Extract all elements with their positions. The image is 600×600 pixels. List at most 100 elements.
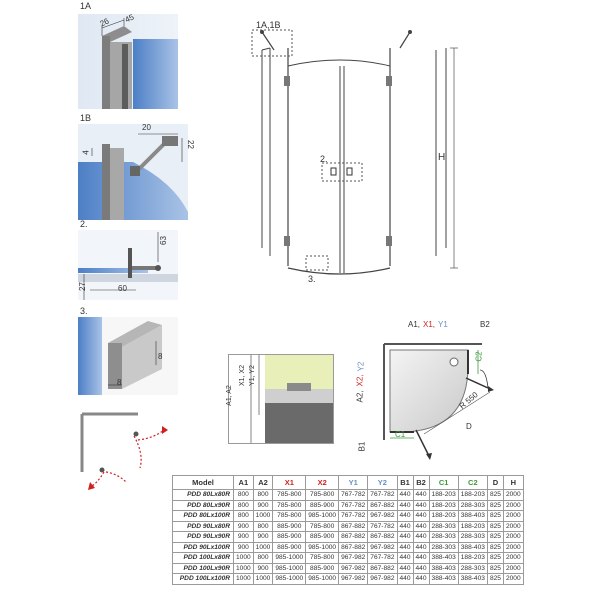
table-cell: 2000 bbox=[502, 531, 524, 543]
detail-3 bbox=[78, 317, 178, 395]
table-cell: 885-900 bbox=[272, 520, 307, 532]
table-cell: 188-203 bbox=[428, 510, 459, 522]
table-cell: 1000 bbox=[252, 510, 274, 522]
table-cell: 900 bbox=[252, 562, 274, 574]
header-h: H bbox=[502, 475, 524, 490]
table-cell: 825 bbox=[486, 531, 504, 543]
table-cell: 900 bbox=[233, 520, 254, 532]
table-cell: 785-800 bbox=[272, 489, 307, 501]
table-cell: 967-982 bbox=[367, 510, 398, 522]
table-cell: 1000 bbox=[233, 573, 254, 585]
header-model: Model bbox=[172, 475, 234, 490]
table-cell: 885-900 bbox=[272, 541, 307, 553]
table-cell: 785-800 bbox=[272, 499, 307, 511]
table-cell: 767-782 bbox=[367, 489, 398, 501]
model-cell: PDD 80Lx100R bbox=[172, 510, 234, 522]
table-cell: 440 bbox=[396, 499, 414, 511]
table-cell: 2000 bbox=[502, 562, 524, 574]
shower-elevation-drawing bbox=[240, 18, 470, 280]
callout-1a-1b: 1A,1B bbox=[256, 20, 281, 30]
model-cell: PDD 90Lx90R bbox=[172, 531, 234, 543]
header-y1: Y1 bbox=[338, 475, 369, 490]
table-cell: 867-882 bbox=[338, 541, 369, 553]
table-cell: 800 bbox=[233, 489, 254, 501]
table-cell: 967-982 bbox=[338, 552, 369, 564]
header-x2: X2 bbox=[305, 475, 340, 490]
table-cell: 440 bbox=[396, 510, 414, 522]
table-cell: 388-403 bbox=[457, 510, 488, 522]
table-cell: 825 bbox=[486, 552, 504, 564]
table-cell: 2000 bbox=[502, 489, 524, 501]
table-cell: 440 bbox=[396, 520, 414, 532]
table-cell: 800 bbox=[252, 520, 274, 532]
table-cell: 1000 bbox=[252, 541, 274, 553]
table-cell: 785-800 bbox=[305, 520, 340, 532]
table-cell: 867-882 bbox=[367, 531, 398, 543]
height-dimension: H bbox=[438, 152, 446, 163]
plan-c2: C2 bbox=[474, 351, 484, 362]
table-cell: 288-303 bbox=[428, 531, 459, 543]
table-cell: 2000 bbox=[502, 510, 524, 522]
table-cell: 967-982 bbox=[367, 573, 398, 585]
table-cell: 288-303 bbox=[457, 562, 488, 574]
table-cell: 985-1000 bbox=[272, 552, 307, 564]
door-swing-detail bbox=[78, 410, 178, 495]
table-cell: 867-882 bbox=[338, 531, 369, 543]
table-cell: 440 bbox=[396, 531, 414, 543]
table-cell: 388-403 bbox=[428, 552, 459, 564]
table-cell: 825 bbox=[486, 562, 504, 574]
table-cell: 985-1000 bbox=[305, 510, 340, 522]
model-cell: PDD 80Lx80R bbox=[172, 489, 234, 501]
plan-side-b1: B1 bbox=[357, 441, 367, 452]
table-cell: 825 bbox=[486, 499, 504, 511]
model-cell: PDD 100Lx80R bbox=[172, 552, 234, 564]
table-cell: 985-1000 bbox=[272, 562, 307, 574]
inset-label-x: X1, X2 bbox=[239, 364, 247, 387]
table-cell: 2000 bbox=[502, 541, 524, 553]
spec-table-header: Model A1 A2 X1 X2 Y1 Y2 B1 B2 C1 C2 D H bbox=[172, 475, 524, 490]
table-cell: 825 bbox=[486, 489, 504, 501]
detail-2-dim-t: 27 bbox=[77, 282, 87, 291]
shower-plan-view bbox=[370, 330, 498, 460]
table-cell: 388-403 bbox=[428, 573, 459, 585]
detail-1a-label: 1A bbox=[80, 1, 92, 11]
table-cell: 2000 bbox=[502, 552, 524, 564]
plan-side-a2: A2, bbox=[355, 390, 365, 403]
table-cell: 767-782 bbox=[367, 552, 398, 564]
table-cell: 440 bbox=[412, 510, 430, 522]
detail-1b-label: 1B bbox=[80, 113, 92, 123]
detail-2-dim-h: 63 bbox=[158, 236, 168, 245]
table-cell: 440 bbox=[412, 573, 430, 585]
detail-1b-dim-h: 22 bbox=[185, 140, 195, 149]
table-cell: 188-203 bbox=[428, 489, 459, 501]
table-cell: 440 bbox=[412, 562, 430, 574]
plan-top-b2: B2 bbox=[480, 320, 490, 329]
table-cell: 288-303 bbox=[428, 541, 459, 553]
detail-2-label: 2. bbox=[80, 219, 88, 229]
table-cell: 188-203 bbox=[457, 552, 488, 564]
table-cell: 967-982 bbox=[338, 562, 369, 574]
model-cell: PDD 80Lx90R bbox=[172, 499, 234, 511]
table-cell: 440 bbox=[412, 489, 430, 501]
table-cell: 985-1000 bbox=[305, 573, 340, 585]
table-cell: 767-782 bbox=[338, 489, 369, 501]
detail-1b-dim-w: 20 bbox=[142, 123, 151, 132]
table-cell: 885-900 bbox=[305, 562, 340, 574]
table-cell: 188-203 bbox=[428, 499, 459, 511]
table-cell: 440 bbox=[396, 489, 414, 501]
table-cell: 440 bbox=[396, 552, 414, 564]
plan-side-y2: Y2 bbox=[356, 361, 366, 372]
model-cell: PDD 90Lx100R bbox=[172, 541, 234, 553]
table-cell: 388-403 bbox=[457, 573, 488, 585]
table-cell: 288-303 bbox=[457, 499, 488, 511]
table-cell: 825 bbox=[486, 541, 504, 553]
detail-1b-dim-t: 4 bbox=[81, 150, 91, 155]
table-cell: 440 bbox=[412, 541, 430, 553]
table-cell: 825 bbox=[486, 573, 504, 585]
detail-3-label: 3. bbox=[80, 306, 88, 316]
table-cell: 440 bbox=[412, 531, 430, 543]
table-cell: 440 bbox=[396, 562, 414, 574]
callout-2: 2. bbox=[320, 154, 328, 164]
